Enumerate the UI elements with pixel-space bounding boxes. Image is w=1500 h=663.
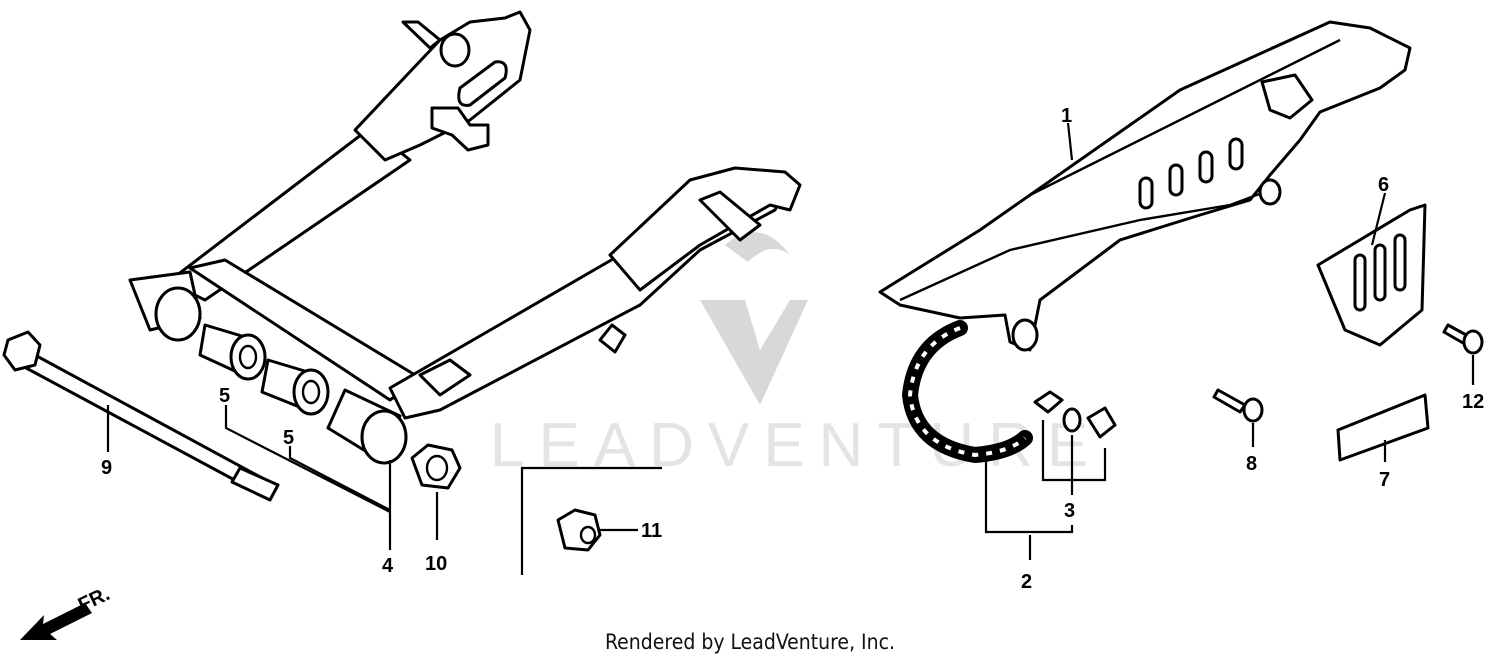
callout-6: 6 — [1378, 174, 1389, 196]
chain-guard-ridge — [1029, 38, 1341, 197]
bushing-2-end — [292, 368, 330, 416]
cover-slot-2 — [1373, 243, 1387, 302]
callout-11: 11 — [641, 520, 662, 542]
callout-8: 8 — [1246, 453, 1257, 475]
chain-guard-vent — [1260, 73, 1314, 120]
callout-7: 7 — [1379, 469, 1390, 491]
sprocket-cover-body — [1316, 203, 1427, 347]
bolt-12 — [1442, 323, 1484, 355]
bolt-8 — [1212, 388, 1264, 423]
chain-guard — [878, 20, 1412, 352]
callout-12: 12 — [1462, 391, 1484, 413]
callout-1: 1 — [1061, 105, 1072, 127]
pivot-tube-left-end — [154, 286, 202, 342]
leader-2 — [984, 460, 1074, 534]
callout-4: 4 — [382, 555, 394, 577]
pivot-nut — [410, 443, 462, 490]
guard-slot-2 — [1168, 163, 1184, 197]
leader-4-5 — [224, 405, 392, 550]
upper-bolt-stud — [401, 20, 442, 50]
pivot-bolt-head — [2, 330, 42, 372]
callout-2: 2 — [1021, 571, 1032, 593]
bushing-2-bore — [301, 379, 321, 405]
lower-bracket — [418, 358, 472, 397]
lower-tab — [598, 323, 627, 354]
leader-3 — [1041, 420, 1107, 495]
cover-slot-3 — [1393, 233, 1407, 292]
master-link-pin — [1062, 407, 1082, 433]
swing-arm-rear-plate — [608, 166, 802, 292]
callout-3: 3 — [1064, 500, 1075, 522]
master-link-clip — [1086, 406, 1117, 439]
bolt-8-head — [1242, 397, 1264, 423]
nut-11-hole — [579, 525, 597, 545]
alternate-part-box — [520, 466, 662, 575]
pivot-tube-right-end — [360, 409, 408, 465]
cover-slot-1 — [1353, 253, 1367, 312]
bushing-1-bore — [238, 344, 258, 370]
callout-5a: 5 — [219, 385, 230, 407]
alternate-box-line — [520, 466, 662, 575]
sprocket-cover — [1316, 203, 1427, 347]
guard-mount-hole-front — [1011, 318, 1039, 352]
callouts: 1 2 3 4 5 5 6 7 8 9 10 11 12 — [101, 105, 1484, 593]
guard-mount-hole-rear — [1258, 178, 1282, 206]
guard-slot-1 — [1138, 176, 1154, 210]
callout-9: 9 — [101, 457, 112, 479]
callout-10: 10 — [425, 553, 447, 575]
bolt-8-shank — [1212, 388, 1247, 414]
swing-arm-upper-bracket — [353, 10, 532, 162]
master-link-plate — [1033, 390, 1064, 414]
front-arrow-icon — [20, 603, 92, 640]
leader-1 — [1066, 122, 1074, 161]
render-credit: Rendered by LeadVenture, Inc. — [605, 630, 895, 654]
nut-11-body — [556, 508, 602, 552]
rear-plate-pin — [698, 190, 762, 242]
watermark-logo — [700, 300, 808, 405]
upper-bracket-pin — [430, 106, 490, 152]
leader-lines — [106, 122, 1475, 560]
master-link — [1033, 390, 1117, 439]
chain-guard-edge — [899, 188, 1271, 302]
guard-slot-3 — [1198, 150, 1214, 184]
callout-5b: 5 — [283, 427, 294, 449]
leader-6 — [1370, 192, 1387, 246]
bushing-1-end — [229, 333, 267, 381]
pivot-nut-body — [410, 443, 462, 490]
pivot-bolt — [2, 330, 280, 502]
chain-links — [907, 326, 1027, 458]
bracket-hole — [439, 32, 471, 68]
pivot-bolt-thread — [230, 466, 280, 502]
drive-chain — [901, 320, 1033, 464]
bolt-12-head — [1462, 329, 1484, 355]
guard-slot-4 — [1228, 137, 1244, 171]
pivot-nut-hole — [425, 454, 449, 482]
swing-arm — [128, 10, 802, 465]
bushings — [198, 323, 330, 416]
label-plate — [1336, 393, 1430, 462]
bracket-slot — [457, 60, 508, 107]
